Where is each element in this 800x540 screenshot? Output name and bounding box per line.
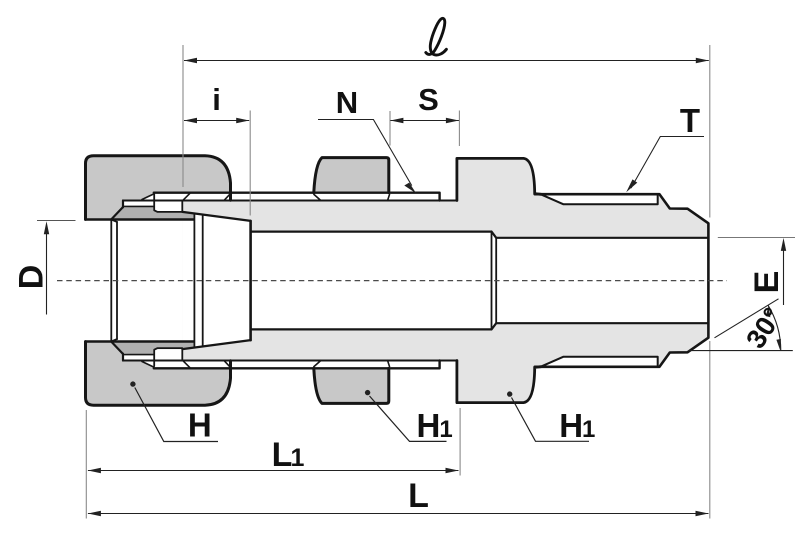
svg-text:L: L (272, 436, 293, 474)
svg-text:1: 1 (291, 444, 305, 472)
svg-text:H: H (559, 407, 583, 444)
svg-text:H: H (416, 407, 440, 444)
svg-text:i: i (212, 82, 221, 117)
svg-text:H: H (188, 407, 212, 444)
svg-text:D: D (13, 265, 51, 290)
svg-text:1: 1 (439, 416, 452, 443)
svg-text:L: L (408, 477, 429, 515)
svg-text:1: 1 (582, 416, 595, 443)
svg-text:T: T (680, 102, 700, 139)
svg-text:E: E (748, 271, 786, 294)
svg-text:N: N (336, 85, 358, 120)
svg-text:S: S (418, 82, 439, 117)
